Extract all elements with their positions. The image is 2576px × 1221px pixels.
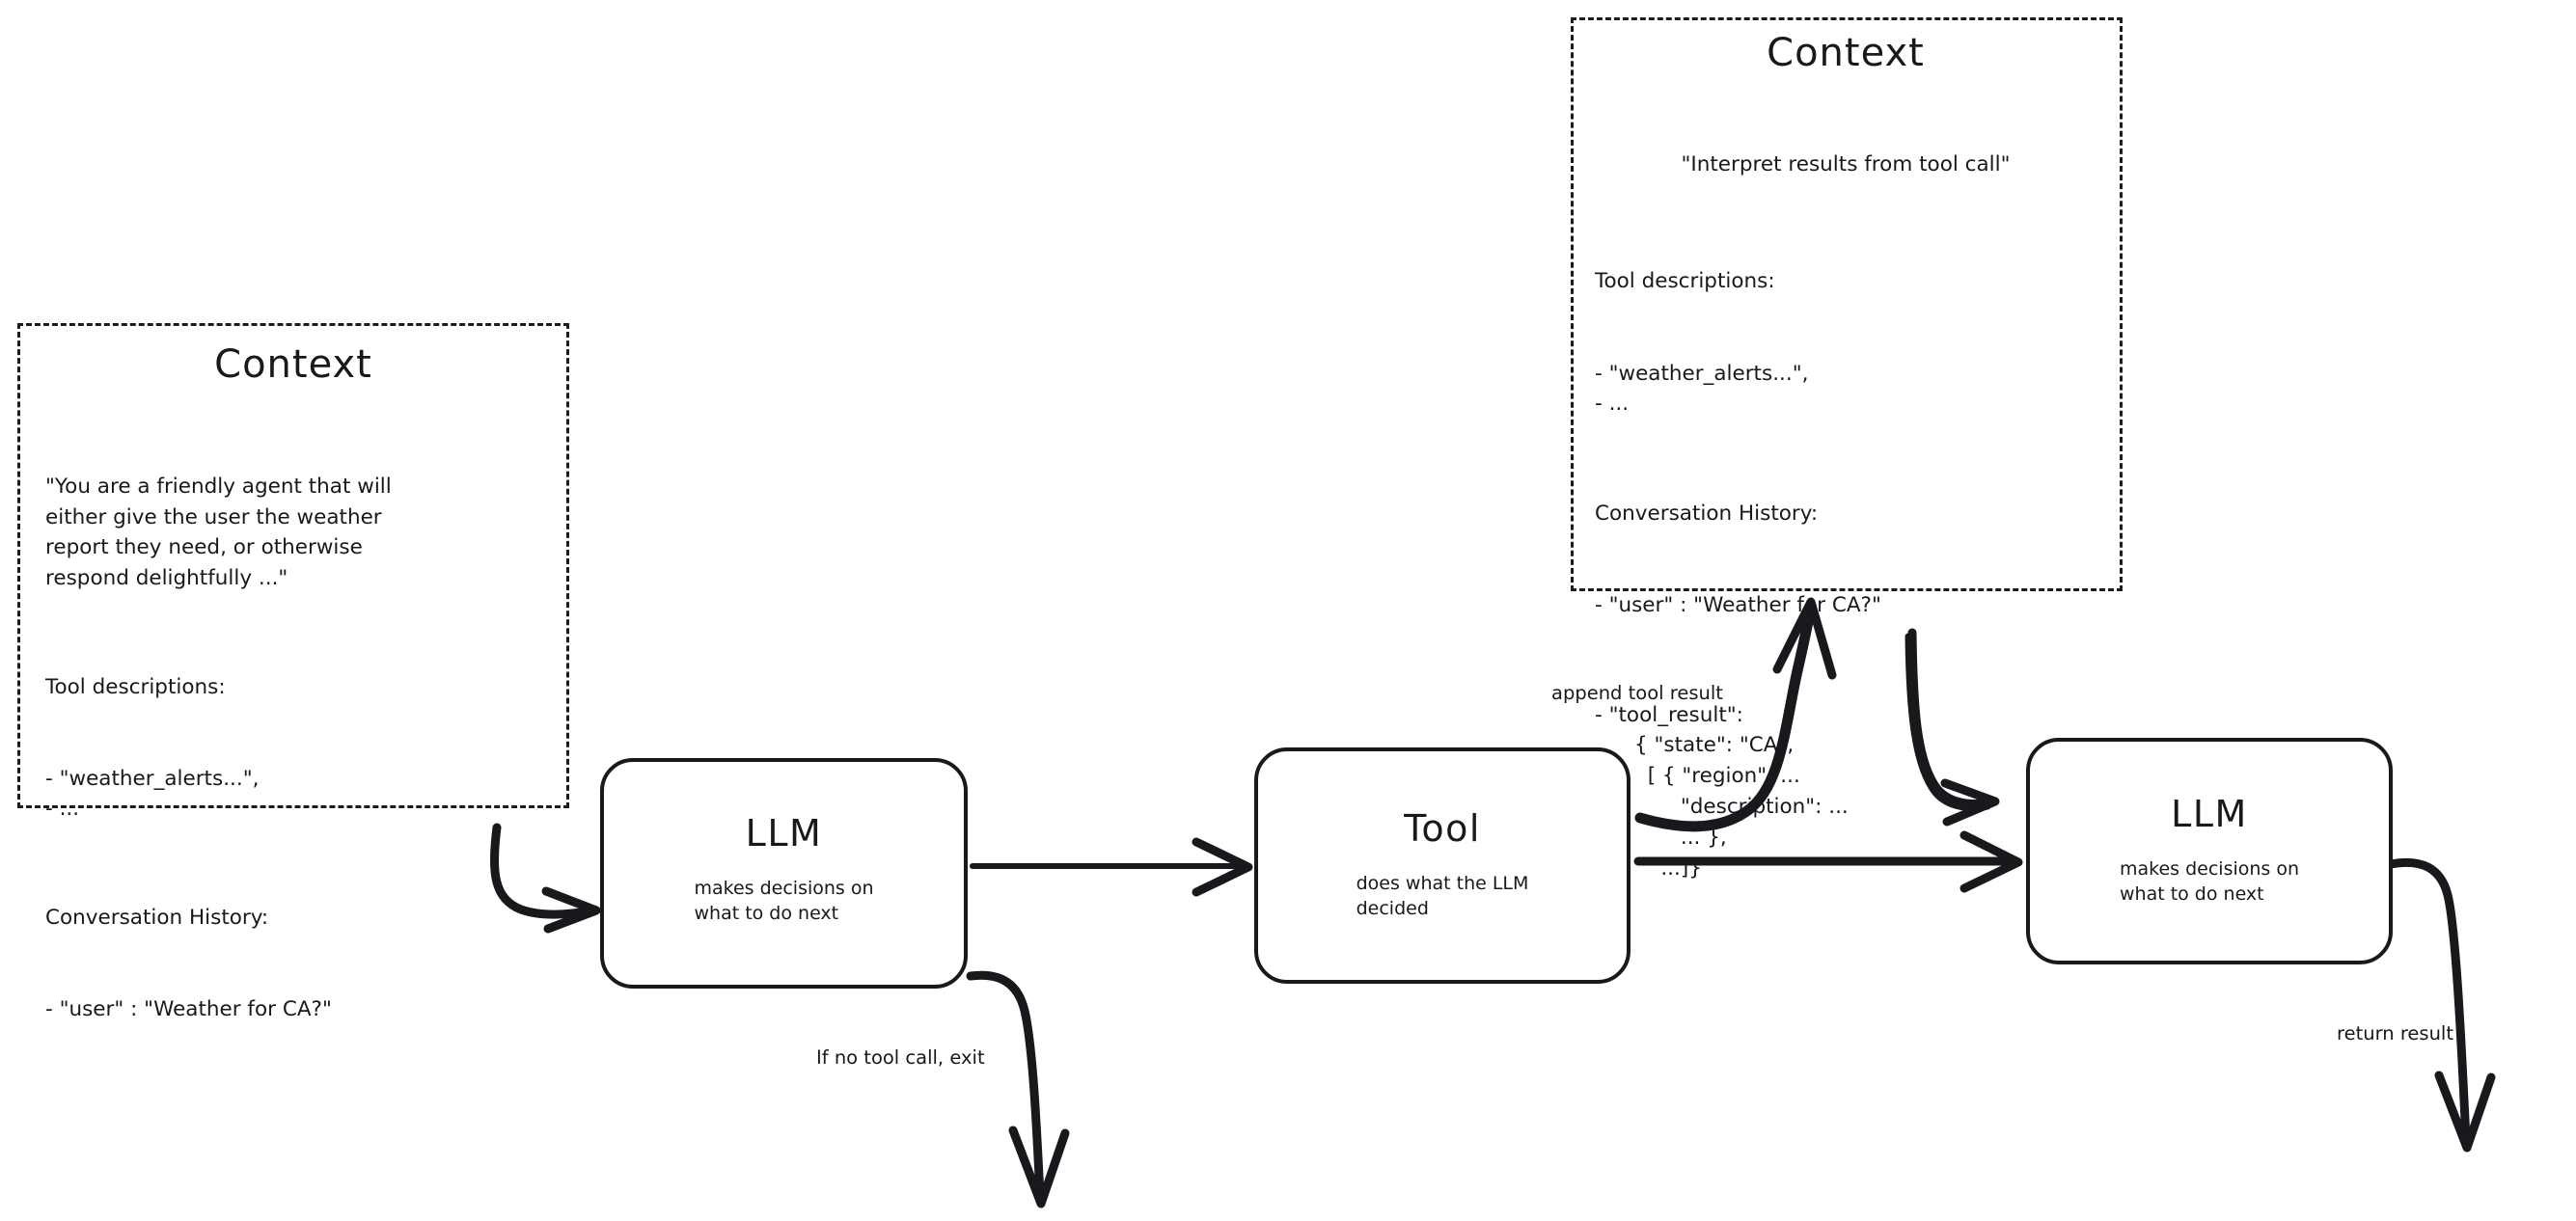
- context-right-body: "Interpret results from tool call" Tool …: [1595, 88, 2096, 945]
- context-right-conversation-heading: Conversation History:: [1595, 501, 1819, 526]
- context-left-conversation-heading: Conversation History:: [45, 905, 269, 930]
- node-tool-subtitle: does what the LLM decided: [1356, 873, 1529, 919]
- node-llm-first-title: LLM: [745, 812, 823, 855]
- context-left-tool-descriptions-items: - "weather_alerts...", - ...: [45, 766, 260, 822]
- context-left-tool-descriptions-heading: Tool descriptions:: [45, 674, 226, 699]
- arrow-llm1-exit: [966, 970, 1070, 1208]
- node-llm-second-title: LLM: [2171, 793, 2248, 836]
- edge-label-append-tool-result: append tool result: [1551, 682, 1723, 704]
- edge-label-if-no-tool-call-exit: If no tool call, exit: [816, 1046, 985, 1069]
- context-right-tool-descriptions-items: - "weather_alerts...", - ...: [1595, 361, 1809, 417]
- node-llm-first-subtitle: makes decisions on what to do next: [694, 878, 874, 924]
- arrow-llm2-return: [2386, 857, 2496, 1153]
- context-left-conversation-items: - "user" : "Weather for CA?": [45, 996, 332, 1021]
- context-panel-right: Context "Interpret results from tool cal…: [1571, 17, 2123, 881]
- context-left-system-prompt: "You are a friendly agent that will eith…: [45, 475, 392, 590]
- node-llm-first[interactable]: LLM makes decisions on what to do next: [600, 758, 968, 989]
- context-right-system-prompt: "Interpret results from tool call": [1681, 151, 2011, 176]
- context-right-conversation-user: - "user" : "Weather for CA?": [1595, 593, 1881, 618]
- node-llm-second[interactable]: LLM makes decisions on what to do next: [2026, 738, 2393, 964]
- node-tool[interactable]: Tool does what the LLM decided: [1254, 747, 1631, 984]
- edge-label-return-result: return result: [2337, 1022, 2453, 1045]
- node-llm-second-subtitle: makes decisions on what to do next: [2119, 858, 2300, 905]
- context-right-title: Context: [1767, 31, 1925, 75]
- context-panel-left: Context "You are a friendly agent that w…: [17, 323, 569, 1021]
- node-tool-title: Tool: [1404, 807, 1481, 851]
- context-left-title: Context: [214, 342, 372, 387]
- arrow-llm1-to-tool: [970, 837, 1253, 897]
- context-right-tool-descriptions-heading: Tool descriptions:: [1595, 269, 1775, 294]
- context-left-body: "You are a friendly agent that will eith…: [45, 411, 541, 1085]
- context-right-conversation-tool-result: - "tool_result": { "state": "CA", [ { "r…: [1595, 702, 1849, 881]
